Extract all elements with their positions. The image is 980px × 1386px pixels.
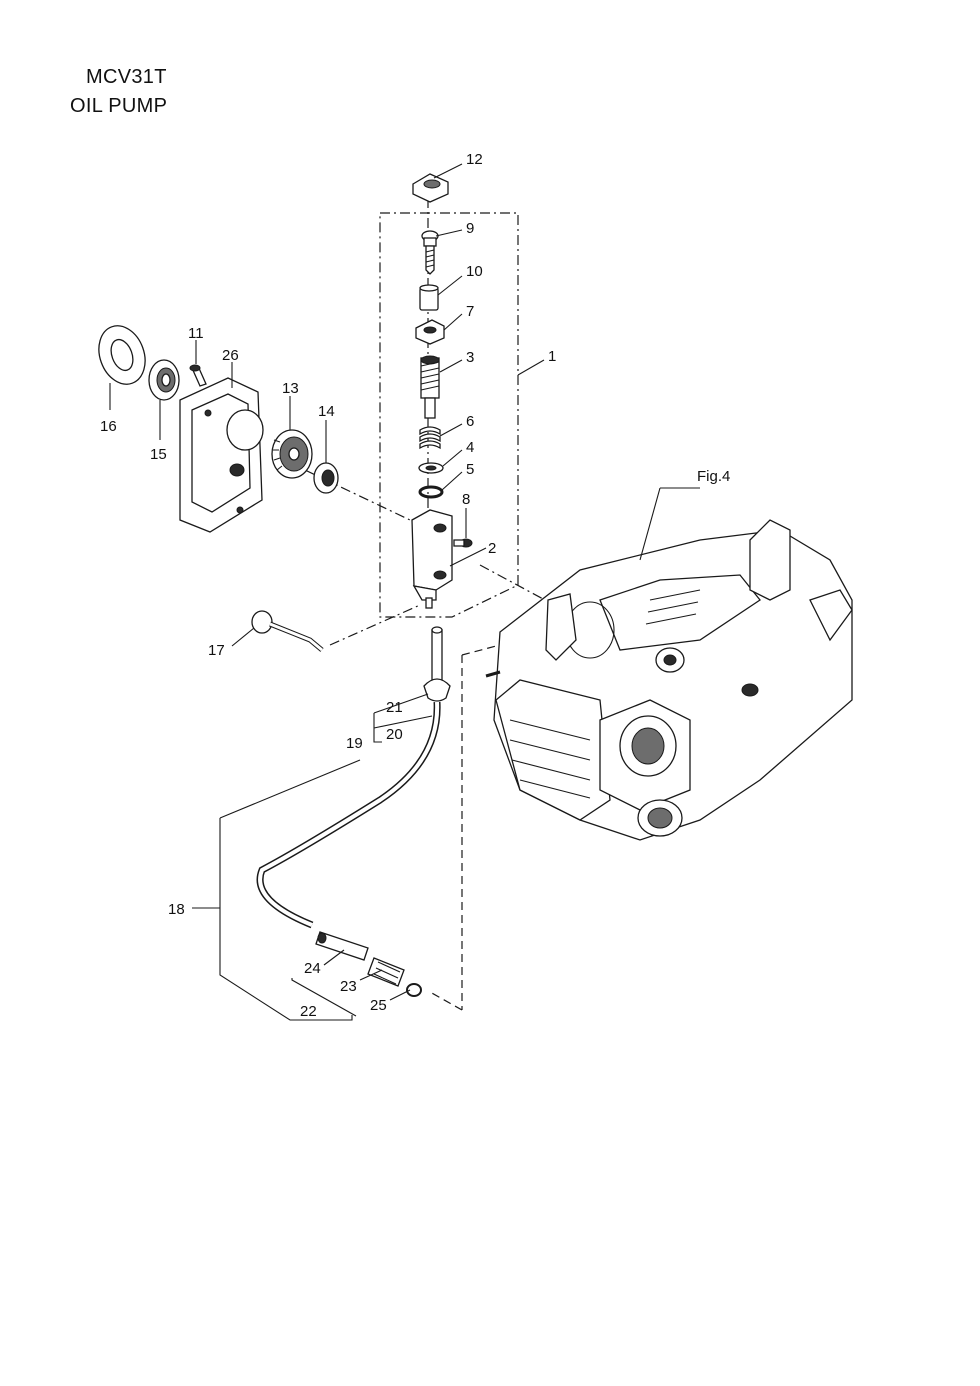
callout-26[interactable]: 26 [222,347,239,364]
model-title: MCV31T [86,66,167,88]
callout-labels: 12 9 10 7 3 1 6 4 5 8 2 11 26 13 14 16 1… [100,151,730,1020]
crankcase-housing[interactable] [485,519,853,841]
axis-line-17 [329,604,421,646]
part-24-connector[interactable] [315,931,369,961]
callout-23[interactable]: 23 [340,978,357,995]
part-23-filter[interactable] [367,957,405,987]
callout-8[interactable]: 8 [462,491,470,508]
callout-13[interactable]: 13 [282,380,299,397]
callout-10[interactable]: 10 [466,263,483,280]
leader-lines [109,163,700,1021]
part-4-washer[interactable] [418,462,444,474]
callout-1[interactable]: 1 [548,348,556,365]
part-5-o-ring[interactable] [418,485,444,499]
part-15-seal[interactable] [148,359,180,401]
part-7-cam[interactable] [415,319,445,345]
callout-11[interactable]: 11 [188,325,204,342]
pump-assembly-outline [379,212,519,618]
callout-5[interactable]: 5 [466,461,474,478]
part-2-pump-body[interactable] [411,509,453,609]
part-17-oil-line[interactable] [251,610,324,652]
part-11-screw[interactable] [189,364,207,387]
callout-12[interactable]: 12 [466,151,483,168]
axis-line-housing [479,564,546,601]
callout-2[interactable]: 2 [488,540,496,557]
callout-17[interactable]: 17 [208,642,225,659]
callout-19[interactable]: 19 [346,735,363,752]
part-18-suction-hose[interactable] [256,701,441,929]
callout-6[interactable]: 6 [466,413,474,430]
axis-line-tank-top [461,644,501,656]
callout-3[interactable]: 3 [466,349,474,366]
callout-18[interactable]: 18 [168,901,185,918]
callout-9[interactable]: 9 [466,220,474,237]
part-14-seal[interactable] [313,462,339,494]
callout-15[interactable]: 15 [150,446,167,463]
callout-25[interactable]: 25 [370,997,387,1014]
figure-reference[interactable]: Fig.4 [697,468,730,485]
callout-14[interactable]: 14 [318,403,335,420]
part-3-worm-shaft[interactable] [420,355,440,419]
callout-16[interactable]: 16 [100,418,117,435]
part-9-screw[interactable] [421,230,439,275]
part-13-gear[interactable] [271,429,313,479]
callout-22[interactable]: 22 [300,1003,317,1020]
part-8-screw[interactable] [453,538,473,548]
part-26-cover-plate[interactable] [179,377,264,533]
part-16-washer[interactable] [91,319,153,390]
part-12-cap[interactable] [412,173,449,203]
axis-line-filter [429,991,463,1011]
part-6-spring[interactable] [419,426,441,450]
part-25-clip[interactable] [406,983,422,997]
callout-20[interactable]: 20 [386,726,403,743]
callout-7[interactable]: 7 [466,303,474,320]
section-title: OIL PUMP [70,95,168,117]
callout-24[interactable]: 24 [304,960,321,977]
callout-4[interactable]: 4 [466,439,474,456]
part-10-bushing[interactable] [419,284,439,311]
callout-21[interactable]: 21 [386,699,403,716]
part-21-grommet[interactable] [423,626,451,702]
